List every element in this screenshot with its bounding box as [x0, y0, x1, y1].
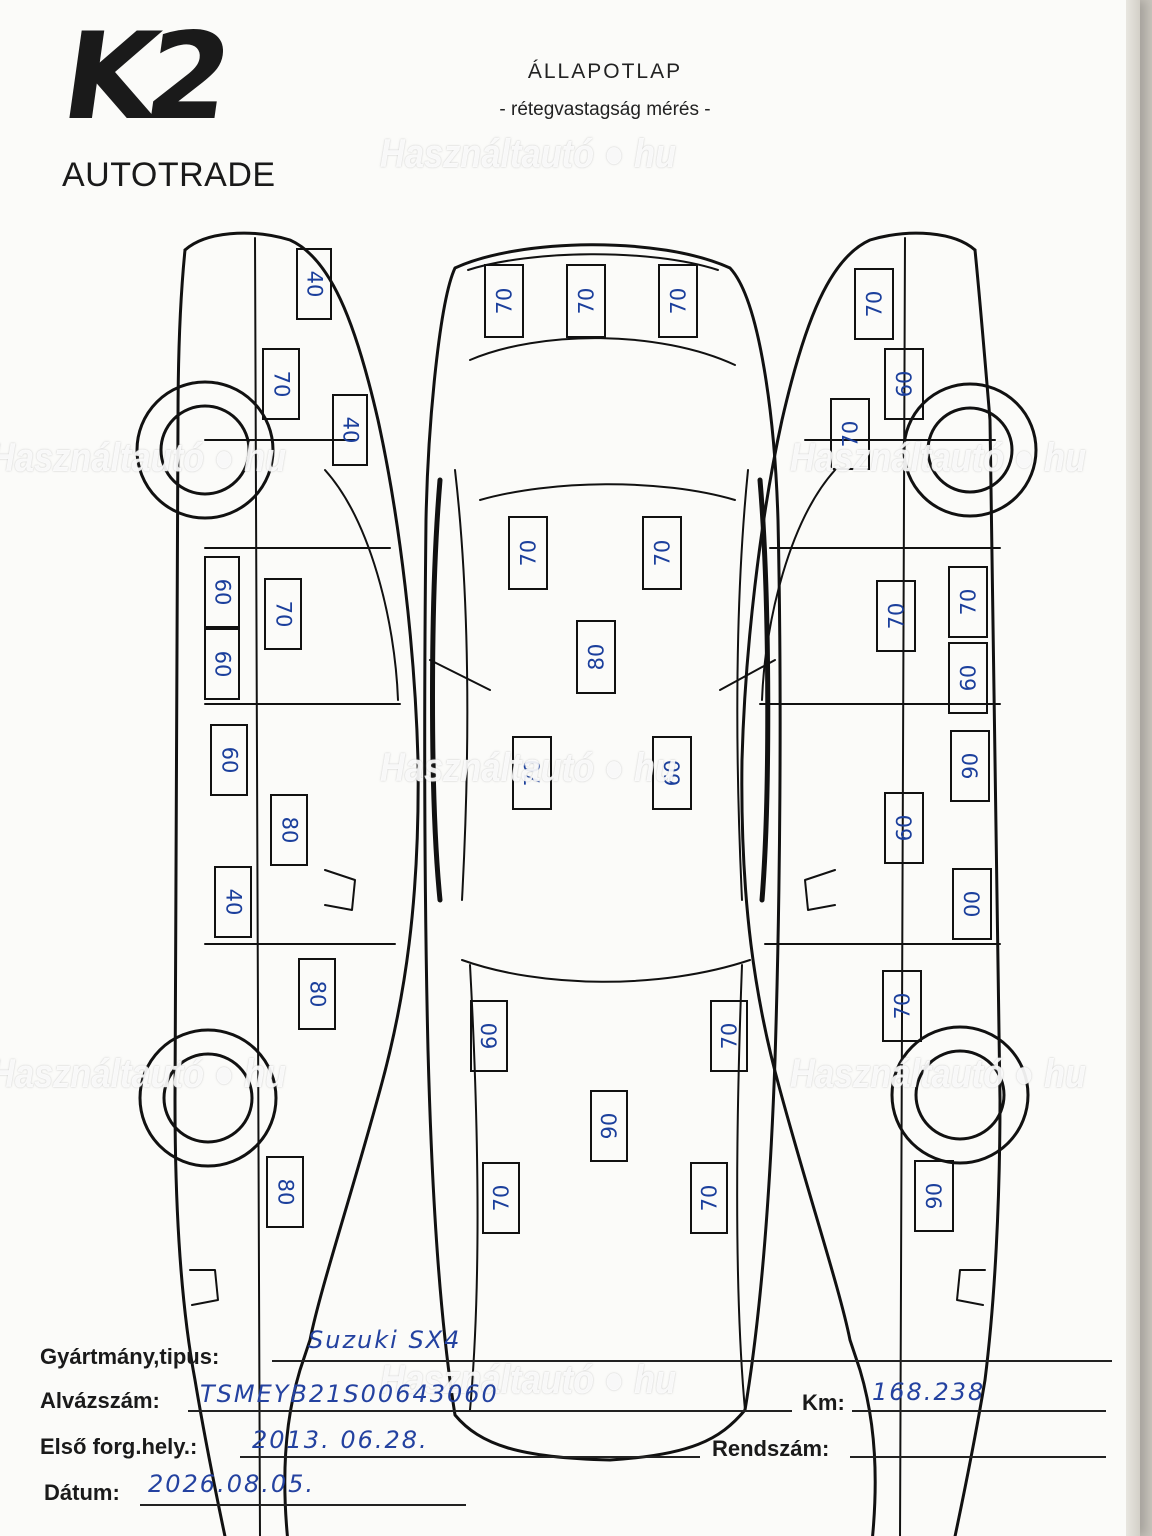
measurement-box: 70	[262, 348, 300, 420]
measurement-box: 60	[470, 1000, 508, 1072]
measurement-box: 70	[566, 264, 606, 338]
make-value: Suzuki SX4	[308, 1326, 462, 1354]
watermark: Használtautó ● hu	[790, 1052, 1087, 1096]
measurement-box: 70	[642, 516, 682, 590]
paper-edge	[1126, 0, 1140, 1536]
watermark: Használtautó ● hu	[380, 1358, 677, 1402]
vin-value: TSMEYB21S00643060	[200, 1380, 499, 1408]
measurement-box: 70	[876, 580, 916, 652]
measurement-box: 80	[266, 1156, 304, 1228]
measurement-box: 90	[590, 1090, 628, 1162]
measurement-box: 40	[214, 866, 252, 938]
measurement-box: 60	[204, 628, 240, 700]
measurement-box: 70	[710, 1000, 748, 1072]
vin-label: Alvázszám:	[40, 1388, 160, 1413]
date-line	[140, 1504, 466, 1506]
measurement-box: 70	[948, 566, 988, 638]
measurement-box: 70	[690, 1162, 728, 1234]
measurement-box: 70	[658, 264, 698, 338]
measurement-box: 60	[948, 642, 988, 714]
measurement-box: 40	[332, 394, 368, 466]
watermark: Használtautó ● hu	[380, 132, 677, 176]
plate-label: Rendszám:	[712, 1436, 830, 1461]
measurement-box: 70	[508, 516, 548, 590]
measurement-box: 60	[210, 724, 248, 796]
measurement-box: 70	[854, 268, 894, 340]
measurement-box: 60	[204, 556, 240, 628]
measurement-box: 60	[884, 792, 924, 864]
measurement-box: 70	[264, 578, 302, 650]
measurement-box: 80	[298, 958, 336, 1030]
measurement-box: 70	[512, 736, 552, 810]
measurement-box: 70	[882, 970, 922, 1042]
measurement-box: 80	[270, 794, 308, 866]
watermark: Használtautó ● hu	[790, 436, 1087, 480]
watermark: Használtautó ● hu	[0, 436, 287, 480]
measurement-box: 90	[950, 730, 990, 802]
k2-autotrade-logo: K2 AUTOTRADE	[54, 8, 330, 198]
date-value: 2026.08.05.	[148, 1470, 316, 1498]
km-line	[852, 1410, 1106, 1412]
make-line	[272, 1360, 1112, 1362]
watermark: Használtautó ● hu	[380, 746, 677, 790]
watermark: Használtautó ● hu	[0, 1052, 287, 1096]
top-view	[423, 243, 782, 1462]
document-subtitle: - rétegvastagság mérés -	[499, 99, 711, 120]
plate-line	[850, 1456, 1106, 1458]
left-side-view	[135, 231, 420, 1536]
right-side-view	[740, 231, 1038, 1536]
measurement-box: 60	[652, 736, 692, 810]
measurement-box: 70	[482, 1162, 520, 1234]
logo-subtitle: AUTOTRADE	[62, 156, 276, 194]
measurement-box: 90	[914, 1160, 954, 1232]
measurement-box: 60	[884, 348, 924, 420]
measurement-box: 70	[830, 398, 870, 470]
measurement-box: 80	[576, 620, 616, 694]
km-label: Km:	[802, 1390, 845, 1415]
measurement-box: 40	[296, 248, 332, 320]
date-label: Dátum:	[44, 1480, 120, 1505]
measurement-box: 00	[952, 868, 992, 940]
first-reg-line	[240, 1456, 700, 1458]
document-title: ÁLLAPOTLAP	[527, 60, 683, 83]
km-value: 168.238	[872, 1378, 986, 1406]
vin-line	[188, 1410, 792, 1412]
make-label: Gyártmány,tipus:	[40, 1344, 220, 1369]
first-reg-label: Első forg.hely.:	[40, 1434, 198, 1459]
measurement-box: 70	[484, 264, 524, 338]
first-reg-value: 2013. 06.28.	[252, 1426, 429, 1454]
